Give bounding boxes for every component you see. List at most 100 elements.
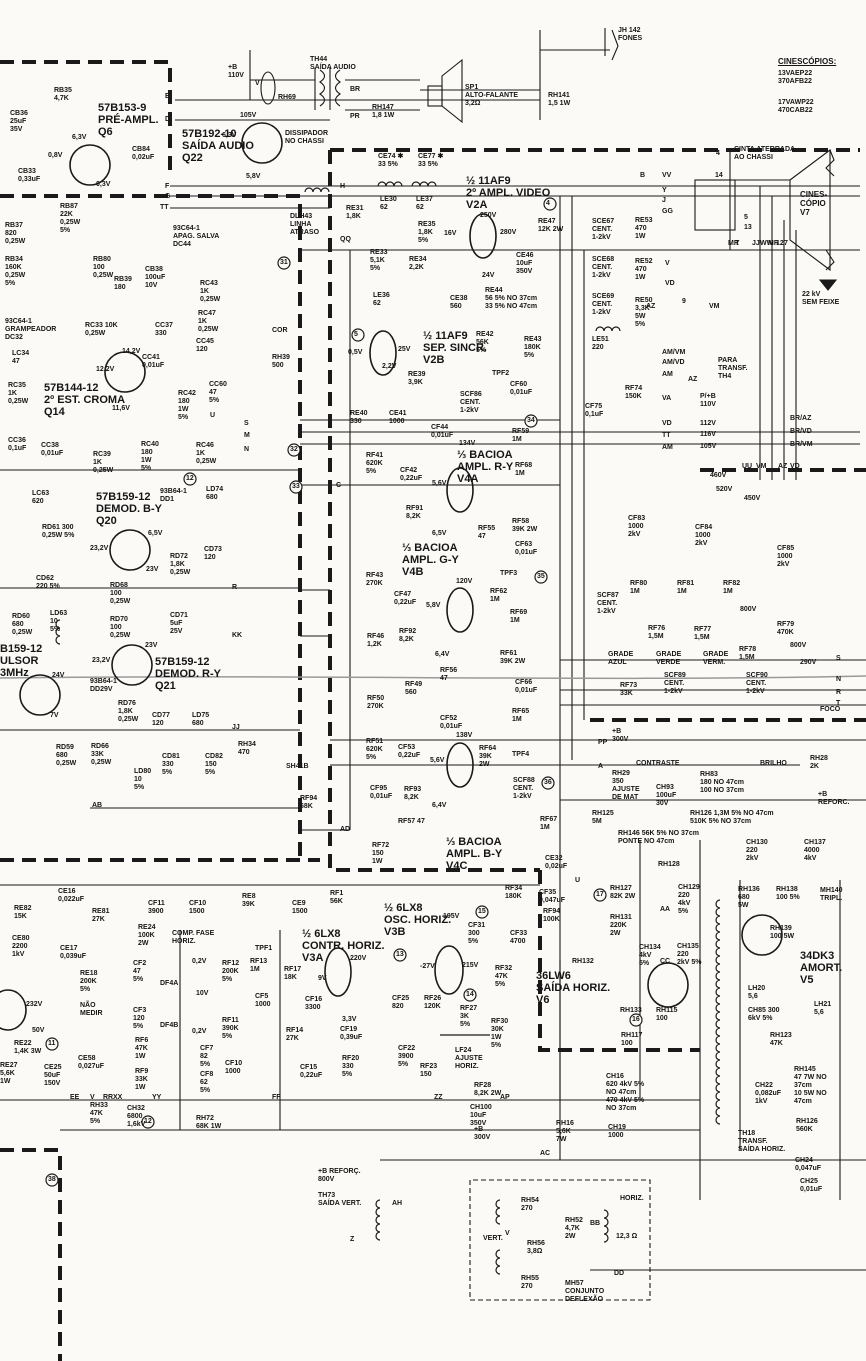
label-rf9: RF9 33K 1W	[135, 1068, 149, 1091]
net-letter-64: WW	[760, 240, 774, 247]
label-horiz: HORIZ.	[620, 1195, 644, 1202]
label-rh56: RH56 3,8Ω	[527, 1240, 545, 1255]
q22-transistor	[241, 122, 283, 164]
label-ce77: CE77 ✱ 33 5%	[418, 153, 444, 168]
net-letter-60: VM	[709, 303, 720, 310]
label-cb84: CB84 0,02uF	[132, 146, 155, 161]
voltage-v65a: 6,5V	[148, 530, 163, 537]
net-letter-2: F	[165, 183, 170, 190]
label-cb36: CB36 25uF 35V	[10, 110, 28, 133]
label-dc44: 93C64-1 APAG. SALVA DC44	[173, 225, 220, 248]
label-cf8: CF8 62 5%	[200, 1071, 214, 1094]
point-5-marker	[351, 328, 365, 342]
net-letter-59: AZ	[646, 303, 656, 310]
q21-transistor	[111, 644, 153, 686]
label-scf88: SCF88 CENT. 1-2kV	[513, 777, 535, 800]
net-letter-46: AP	[500, 1094, 510, 1101]
label-rf12: RF12 200K 5%	[222, 960, 240, 983]
label-re52: RE52 470 1W	[635, 258, 653, 281]
net-letter-50: AA	[660, 906, 671, 913]
stage-dissipador: DISSIPADOR NO CHASSI	[285, 130, 329, 145]
label-rf59: RF59 1M	[512, 428, 530, 443]
label-ce38: CE38 560	[450, 295, 468, 310]
voltage-v65b: 6,5V	[432, 530, 447, 537]
net-letter-40: U	[575, 877, 581, 884]
label-tpf4: TPF4	[512, 751, 530, 758]
label-re22: RE22 1,4K 3W	[14, 1040, 42, 1055]
yoke-horiz-winding	[603, 1209, 609, 1243]
voltage-v460: 460V	[710, 472, 727, 479]
left-tube-partial	[0, 989, 27, 1031]
crt-label: CINES- CÓPIO V7	[800, 190, 828, 217]
label-tpf3: TPF3	[500, 570, 518, 577]
label-ch134: CH134 4kV 5%	[639, 944, 661, 967]
label-ch19: CH19 1000	[608, 1124, 626, 1139]
label-ch32: CH32 6800 1,6kV	[127, 1105, 146, 1128]
label-cc60: CC60 47 5%	[209, 381, 227, 404]
label-ch22: CH22 0,082uF 1kV	[755, 1082, 782, 1105]
label-rc35: RC35 1K 0,25W	[8, 382, 29, 405]
label-lc34: LC34 47	[12, 350, 30, 365]
net-letter-17: PP	[598, 739, 608, 746]
net-letter-9: M	[244, 432, 250, 439]
label-re42: RE42 56K 5%	[476, 331, 494, 354]
voltage-v290: 290V	[800, 659, 817, 666]
label-ld63: LD63 10 5%	[50, 610, 68, 633]
label-rf23: RF23 150	[420, 1063, 438, 1078]
label-cf52: CF52 0,01uF	[440, 715, 463, 730]
net-letter-12: R	[232, 584, 238, 591]
label-cc37: CC37 330	[155, 322, 173, 337]
label-lead-br-az: BR/AZ	[790, 415, 812, 422]
voltage-v134: 134V	[459, 440, 476, 447]
label-ce80: CE80 2200 1kV	[12, 935, 30, 958]
voltage-v23b: 23V	[145, 642, 158, 649]
label-rf11: RF11 390K 5%	[222, 1017, 239, 1040]
label-cf33: CF33 4700	[510, 930, 528, 945]
label-lh20: LH20 5,6	[748, 985, 766, 1000]
label-scf89: SCF89 CENT. 1-2kV	[664, 672, 686, 695]
net-letter-48: FF	[272, 1094, 281, 1101]
point-15: 15	[478, 908, 486, 915]
stage-q22: 57B192-10 SAÍDA AUDIO Q22	[182, 128, 254, 164]
voltage-v24: 24V	[482, 272, 495, 279]
voltage-v27: -27V	[420, 963, 435, 970]
net-letter-65: MR	[768, 240, 779, 247]
label-ce17: CE17 0,039uF	[60, 945, 87, 960]
net-letter-63: JJ	[752, 240, 760, 247]
label-rf92: RF92 8,2K	[399, 628, 417, 643]
label-rb34: RB34 160K 0,25W 5%	[5, 256, 26, 287]
paper-fold	[0, 675, 866, 680]
voltage-v112: 112V	[700, 420, 716, 427]
net-letter-71: 9	[682, 298, 686, 305]
point-34-marker	[524, 414, 538, 428]
label-scf86: SCF86 CENT. 1-2kV	[460, 391, 482, 414]
voltage-v116b: 116V	[700, 431, 716, 438]
label-ce41: CE41 1000	[389, 410, 407, 425]
label-re27: RE27 5,6K 1W	[0, 1062, 18, 1085]
label-cd77: CD77 120	[152, 712, 170, 727]
th44-primary	[319, 69, 326, 107]
voltage-v120: 120V	[456, 578, 473, 585]
label-re43: RE43 180K 5%	[524, 336, 542, 359]
net-letter-70: 4	[716, 150, 720, 157]
voltage-v23a: 23V	[146, 566, 159, 573]
net-letter-0: E	[165, 93, 170, 100]
yoke-vert-winding	[495, 1199, 501, 1275]
label-b300b: +B 300V	[474, 1126, 491, 1141]
label-rf65: RF65 1M	[512, 708, 530, 723]
stage-v2a: ½ 11AF9 2º AMPL. VIDEO V2A	[466, 175, 551, 211]
voltage-v08: 0,8V	[48, 152, 63, 159]
voltage-v9b: 9V	[318, 975, 327, 982]
net-letter-35: VD	[790, 463, 800, 470]
label-v300: +B 300V	[612, 728, 629, 743]
label-rh123: RH123 47K	[770, 1032, 792, 1047]
voltage-v800b: 800V	[790, 642, 807, 649]
net-letter-28: VA	[662, 395, 672, 402]
point-34: 34	[527, 417, 535, 424]
label-ch24: CH24 0,047uF	[795, 1157, 822, 1172]
label-re81: RE81 27K	[92, 908, 110, 923]
voltage-v02b: 0,2V	[192, 1028, 207, 1035]
label-dd2: 93B64-1 DD2	[90, 678, 117, 693]
net-letter-7: U	[210, 412, 216, 419]
label-rd60: RD60 680 0,25W	[12, 613, 33, 636]
